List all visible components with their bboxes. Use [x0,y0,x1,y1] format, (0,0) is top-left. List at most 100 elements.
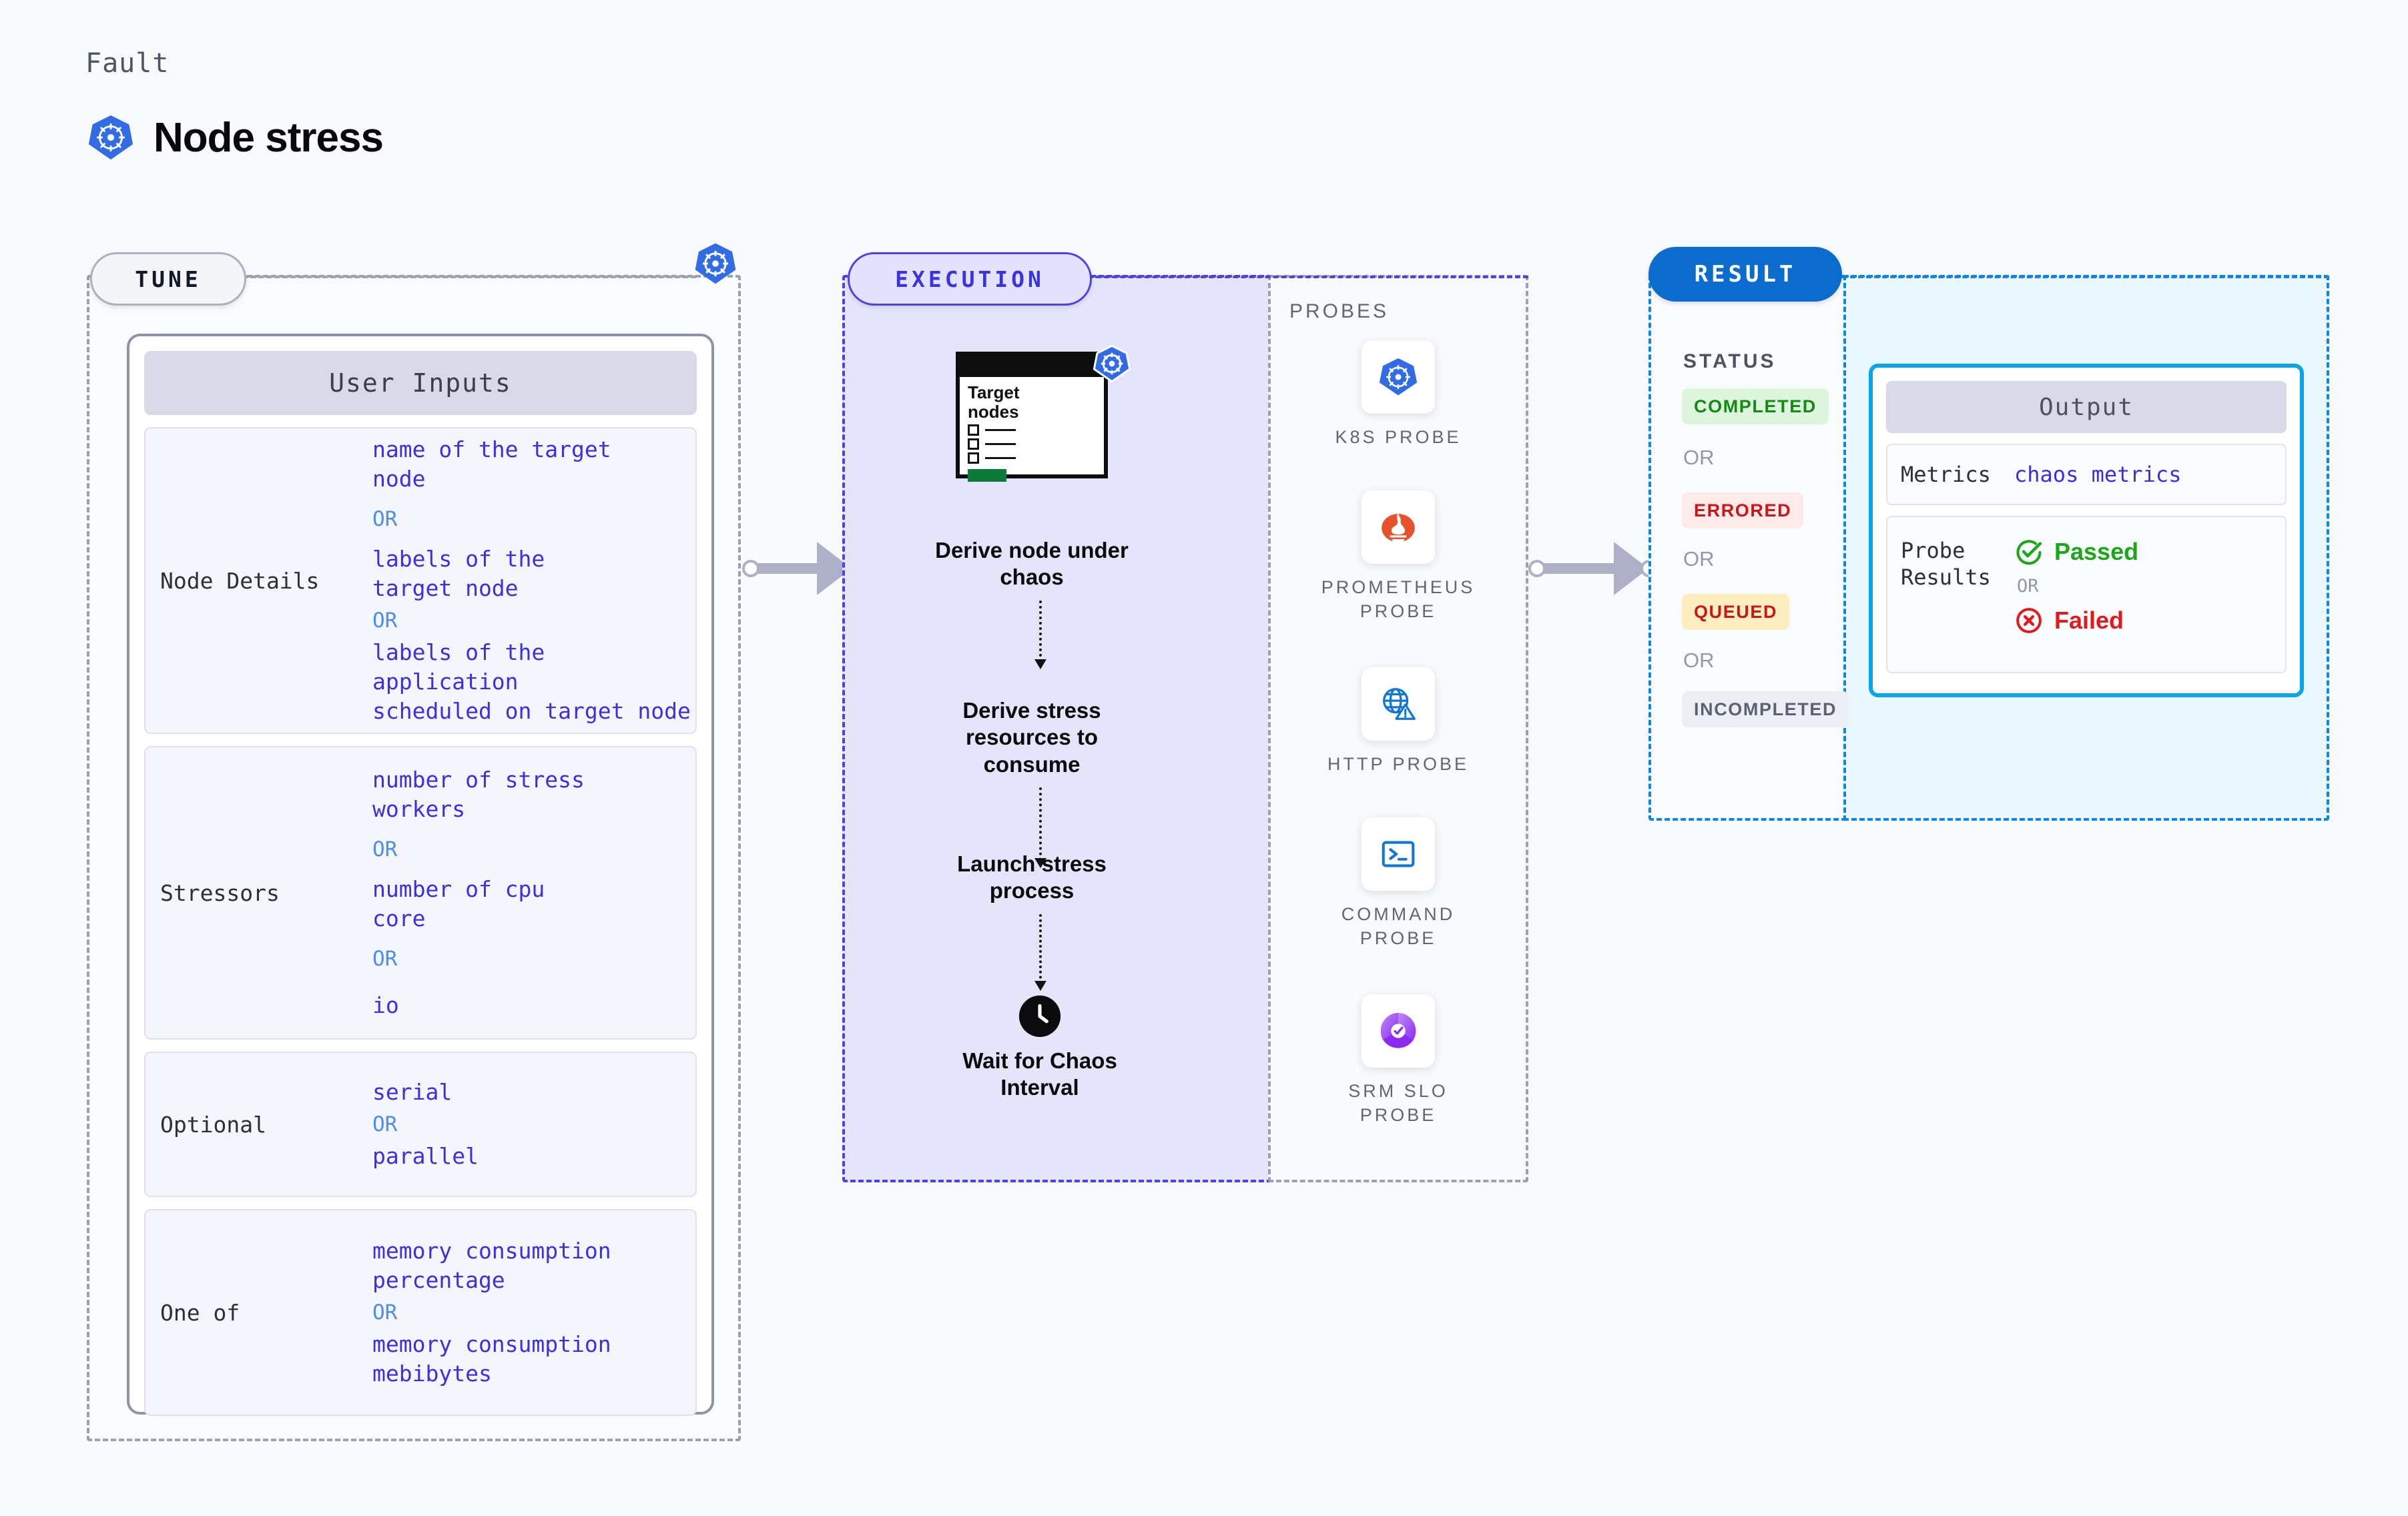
probe-label: K8S PROBE [1335,427,1462,447]
input-group-values: number of stress workers OR number of cp… [372,765,695,1020]
metrics-value[interactable]: chaos metrics [2014,462,2182,487]
probe-passed-label: Passed [2054,538,2139,565]
probe-tile [1362,340,1435,414]
probe-item-http[interactable]: HTTP PROBE [1288,667,1508,777]
input-group-label: Optional [160,1111,266,1138]
output-header: Output [1886,381,2287,433]
flow-step-label-4: Wait for Chaos Interval [962,1048,1117,1100]
input-value: parallel [372,1143,479,1169]
probe-label: COMMAND PROBE [1341,904,1456,948]
kubernetes-icon [87,113,135,161]
terminal-icon [1382,841,1415,867]
status-or: OR [1683,446,1715,469]
target-node-row [968,438,1104,450]
checkbox-icon[interactable] [968,424,979,436]
input-or: OR [372,837,398,862]
status-or: OR [1683,649,1715,672]
input-group-stressors: Stressors number of stress workers OR nu… [144,746,697,1040]
input-value: memory consumption percentage [372,1238,611,1294]
tune-pill[interactable]: TUNE [90,252,246,306]
probe-result-passed: Passed [2014,537,2285,566]
connector-execution-to-result [1528,540,1662,597]
kubernetes-icon [1379,358,1418,396]
execution-pill-connector [1088,276,1528,278]
output-card: Output Metrics chaos metrics Probe Resul… [1869,364,2304,697]
input-value: number of stress workers [372,767,585,823]
probe-result-or: OR [2017,576,2039,597]
input-or: OR [372,608,398,633]
output-row-label: Probe Results [1901,538,1991,590]
clock-icon [1019,996,1061,1037]
input-or: OR [372,946,398,971]
input-or: OR [372,1112,398,1136]
page-title: Node stress [154,114,384,161]
flow-step-label-3: Launch stress process [957,851,1107,903]
result-pill[interactable]: RESULT [1648,247,1842,302]
status-badge-errored: ERRORED [1682,492,1804,528]
probes-title: PROBES [1289,300,1390,322]
output-row-probe-results: Probe Results Passed OR Failed [1886,516,2287,673]
flow-step-label-2: Derive stress resources to consume [962,698,1101,777]
probe-tile [1362,490,1435,564]
probe-tile [1362,994,1435,1068]
probe-item-prometheus[interactable]: PROMETHEUS PROBE [1288,490,1508,623]
probe-tile [1362,817,1435,891]
status-badge-incompleted: INCOMPLETED [1682,691,1849,727]
flow-step-label-1: Derive node under chaos [935,538,1129,590]
probe-failed-label: Failed [2054,607,2124,634]
input-group-label: Stressors [160,879,280,906]
user-inputs-card: User Inputs Node Details name of the tar… [127,334,714,1416]
probe-item-command[interactable]: COMMAND PROBE [1288,817,1508,950]
flow-arrow-3 [1034,914,1046,991]
tune-pill-connector [242,276,696,278]
target-nodes-titlebar [960,356,1104,377]
input-value: name of the target node [372,436,611,492]
flow-arrow-1 [1034,601,1046,669]
input-group-values: serial OR parallel [372,1078,695,1171]
fault-label: Fault [85,48,170,79]
input-value: labels of the target node [372,546,545,602]
input-group-values: name of the target node OR labels of the… [372,435,695,725]
output-row-label: Metrics [1901,462,1991,487]
target-nodes-card: Target nodes [956,352,1108,482]
connector-tune-to-execution [742,540,860,597]
probe-item-k8s[interactable]: K8S PROBE [1288,340,1508,450]
http-globe-warning-icon [1383,688,1416,720]
probe-label: SRM SLO PROBE [1348,1081,1448,1125]
input-value: labels of the application scheduled on t… [372,639,691,724]
user-inputs-header: User Inputs [144,351,697,415]
probe-item-srm-slo[interactable]: SRM SLO PROBE [1288,994,1508,1127]
input-group-optional: Optional serial OR parallel [144,1052,697,1197]
input-value: io [372,992,399,1018]
input-group-label: One of [160,1299,240,1326]
probe-tile [1362,667,1435,741]
fault-title-row: Node stress [87,113,384,161]
checkbox-icon[interactable] [968,438,979,450]
output-row-metrics: Metrics chaos metrics [1886,444,2287,505]
status-bar [968,469,1006,482]
x-circle-icon [2016,608,2042,633]
kubernetes-icon [1093,344,1131,386]
checkbox-icon[interactable] [968,452,979,464]
probe-label: PROMETHEUS PROBE [1321,577,1476,621]
status-badge-queued: QUEUED [1682,594,1790,630]
target-nodes-body: Target nodes [960,377,1104,482]
result-pill-connector [1842,276,2329,278]
input-or: OR [372,1300,398,1324]
probe-result-failed: Failed [2014,606,2285,635]
placeholder-line [985,429,1016,432]
input-value: number of cpu core [372,876,545,931]
execution-pill[interactable]: EXECUTION [848,252,1092,306]
target-node-row [968,424,1104,436]
input-group-node-details: Node Details name of the target node OR … [144,427,697,734]
status-or: OR [1683,547,1715,571]
input-or: OR [372,507,398,532]
check-circle-icon [2016,540,2042,565]
output-row-value: Passed OR Failed [2014,537,2285,635]
input-group-one-of: One of memory consumption percentage OR … [144,1209,697,1416]
output-row-value: chaos metrics [2014,462,2285,487]
input-group-label: Node Details [160,567,320,594]
input-value: memory consumption mebibytes [372,1331,611,1387]
prometheus-icon [1382,512,1415,544]
placeholder-line [985,457,1016,460]
